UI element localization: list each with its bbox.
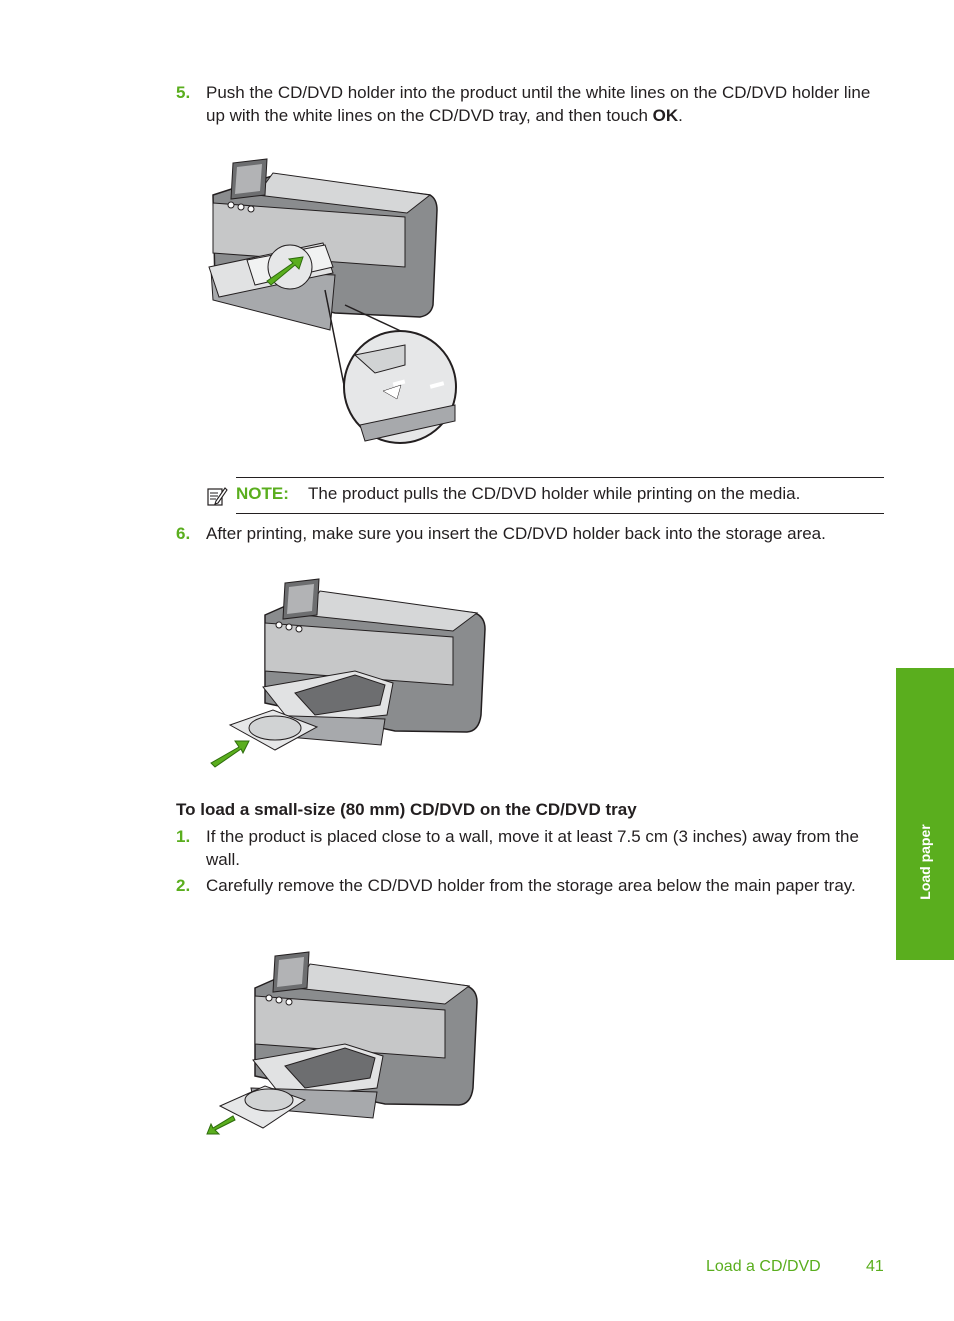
step-text: After printing, make sure you insert the…	[206, 524, 826, 543]
note-label: NOTE:	[236, 484, 289, 503]
note-icon	[207, 487, 228, 506]
footer-page-number: 41	[866, 1258, 884, 1275]
step-number: 5.	[176, 83, 191, 102]
step-text: Carefully remove the CD/DVD holder from …	[206, 876, 856, 895]
section-heading: To load a small-size (80 mm) CD/DVD on t…	[176, 800, 637, 819]
step-number: 1.	[176, 827, 191, 846]
step-5: 5. Push the CD/DVD holder into the produ…	[176, 81, 888, 127]
note-rule-top	[236, 477, 884, 478]
printer-cd-insert-illustration	[208, 158, 457, 444]
side-tab-load-paper: Load paper	[896, 668, 954, 960]
printer-cd-remove-illustration	[206, 951, 478, 1135]
small-step-2: 2. Carefully remove the CD/DVD holder fr…	[176, 874, 888, 897]
step-text: If the product is placed close to a wall…	[206, 827, 859, 869]
footer-section: Load a CD/DVD	[706, 1258, 821, 1275]
side-tab-label: Load paper	[917, 824, 933, 900]
note-rule-bottom	[236, 513, 884, 514]
step-number: 2.	[176, 876, 191, 895]
printer-cd-storage-illustration	[210, 578, 486, 768]
ok-keyword: OK	[652, 106, 679, 125]
note-box: NOTE: The product pulls the CD/DVD holde…	[206, 477, 884, 514]
small-step-1: 1. If the product is placed close to a w…	[176, 825, 888, 871]
step-text: Push the CD/DVD holder into the product …	[206, 83, 871, 125]
step-number: 6.	[176, 524, 191, 543]
note-text: The product pulls the CD/DVD holder whil…	[308, 484, 801, 503]
step-6: 6. After printing, make sure you insert …	[176, 522, 888, 545]
